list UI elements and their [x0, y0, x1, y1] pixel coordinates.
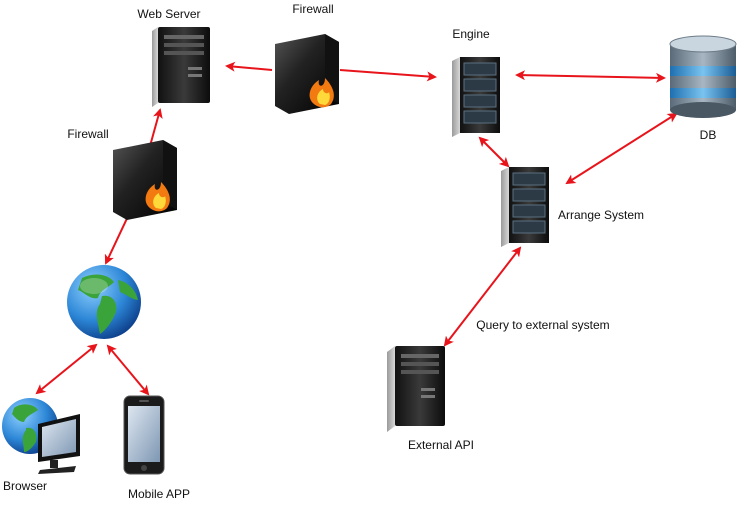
browser-icon — [2, 398, 80, 474]
arrange-system-label: Arrange System — [558, 208, 644, 222]
arrow-arrange-system-external-api — [443, 246, 522, 347]
arrow-engine-db — [515, 70, 666, 83]
connection-arrows — [35, 61, 678, 396]
database-icon — [669, 35, 737, 118]
web-server-label: Web Server — [137, 7, 200, 21]
firewall-left-icon — [113, 140, 177, 220]
query-edge-label: Query to external system — [476, 318, 609, 332]
external-api-server-icon — [387, 346, 445, 432]
browser-label: Browser — [3, 479, 47, 493]
arrow-engine-arrange-system — [478, 136, 510, 168]
arrange-system-server-icon — [501, 167, 549, 247]
arrow-firewall-left-web-server — [149, 108, 163, 147]
globe-icon — [67, 265, 141, 339]
mobile-app-label: Mobile APP — [128, 487, 190, 501]
web-server-icon — [152, 27, 210, 107]
arrow-firewall-top-web-server — [225, 61, 273, 72]
engine-label: Engine — [452, 27, 490, 41]
firewall-top-label: Firewall — [292, 2, 333, 16]
mobile-phone-icon — [123, 395, 165, 475]
db-label: DB — [700, 128, 717, 142]
engine-server-icon — [452, 57, 500, 137]
arrow-firewall-top-engine — [339, 69, 437, 82]
arrow-internet-mobile-app — [106, 344, 150, 396]
external-api-label: External API — [408, 438, 474, 452]
arrow-arrange-system-db — [565, 112, 678, 185]
firewall-top-icon — [275, 34, 339, 114]
firewall-left-label: Firewall — [67, 127, 108, 141]
arrow-internet-browser — [35, 343, 98, 395]
arrow-firewall-left-internet — [104, 211, 131, 265]
